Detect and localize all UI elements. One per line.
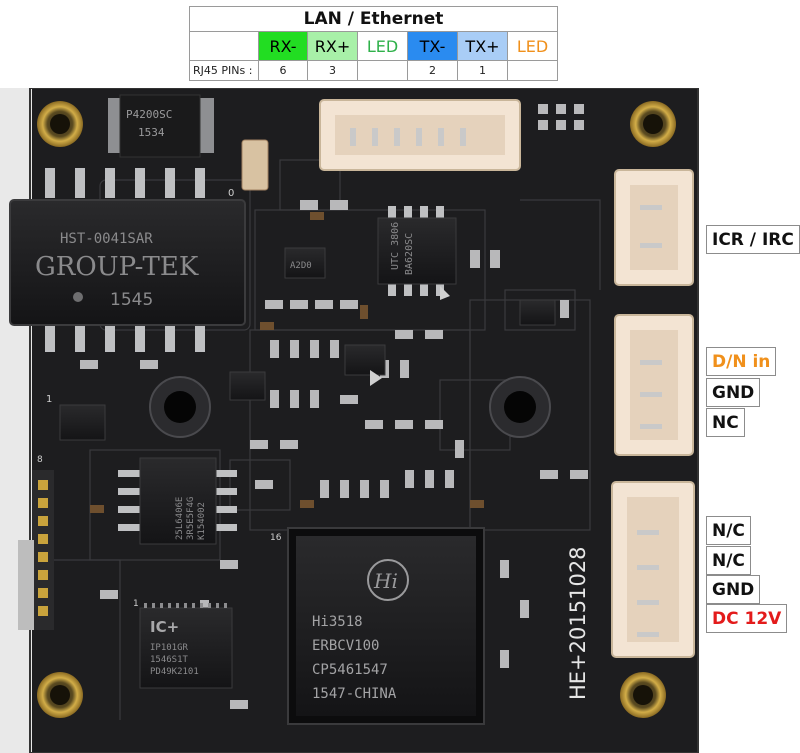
silk-label-c: 1 <box>133 599 139 609</box>
label-gnd-1: GND <box>706 378 761 407</box>
regulator-chip: UTC 3806 BA620SC <box>377 206 457 296</box>
lan-table-title: LAN / Ethernet <box>189 6 558 32</box>
empty-cell <box>189 31 259 61</box>
sot-chip-text: A2D0 <box>290 261 312 271</box>
fuse-model-text: P4200SC <box>126 108 172 121</box>
transformer-model-text: HST-0041SAR <box>60 231 153 247</box>
pin-tx-minus: 2 <box>407 60 458 81</box>
soc-pin-label: 16 <box>270 533 282 543</box>
right-connector-dn <box>614 314 694 456</box>
label-nc-1: N/C <box>706 516 751 545</box>
spi-flash-chip: 25L6406E 3R5E5F4G K154002 <box>118 457 237 545</box>
header-pin-label: 8 <box>37 455 43 465</box>
left-pin-header: 8 <box>18 455 54 630</box>
label-icr: ICR / IRC <box>706 225 800 254</box>
header-pads <box>538 104 584 130</box>
label-gnd-2: GND <box>706 575 761 604</box>
signal-rx-plus: RX+ <box>307 31 358 61</box>
transformer-date-text: 1545 <box>110 290 153 310</box>
label-nc-2: N/C <box>706 546 751 575</box>
camera-pcb-board: HST-0041SAR GROUP-TEK 1545 P4200SC 1534 <box>0 88 699 753</box>
label-nc: NC <box>706 408 745 437</box>
flash-line3: K154002 <box>197 502 207 540</box>
top-header-connector <box>319 99 521 171</box>
sot-chip-2 <box>59 299 556 441</box>
pin-led-1 <box>357 60 408 81</box>
signal-rx-minus: RX- <box>258 31 308 61</box>
capacitor <box>241 139 269 191</box>
signal-led-2: LED <box>507 31 558 61</box>
soc-line2: ERBCV100 <box>312 638 379 654</box>
flash-line1: 25L6406E <box>175 497 185 540</box>
silkscreen-outlines <box>40 159 601 720</box>
pin-rx-minus: 6 <box>258 60 308 81</box>
fuse-date-text: 1534 <box>138 126 165 139</box>
phy-brand-text: IC+ <box>150 618 179 636</box>
board-id-text: HE+20151028 <box>566 546 590 700</box>
right-connector-power <box>611 481 695 658</box>
regulator-line1: UTC 3806 <box>390 222 401 270</box>
soc-line1: Hi3518 <box>312 614 363 630</box>
signal-tx-plus: TX+ <box>457 31 508 61</box>
lan-pin-table: LAN / Ethernet RX- RX+ LED TX- TX+ LED R… <box>189 6 558 81</box>
regulator-line2: BA620SC <box>404 233 415 275</box>
signal-tx-minus: TX- <box>407 31 458 61</box>
label-dn-in: D/N in <box>706 347 777 376</box>
ethernet-phy-chip: IC+ IP101GR 1546S1T PD49K2101 <box>139 603 233 689</box>
soc-line3: CP5461547 <box>312 662 388 678</box>
silk-label-b: 1 <box>46 394 52 405</box>
pin-led-2 <box>507 60 558 81</box>
main-soc-chip: Hi Hi3518 ERBCV100 CP5461547 1547-CHINA … <box>270 527 485 725</box>
flash-line2: 3R5E5F4G <box>186 497 196 540</box>
sot-chip: A2D0 <box>284 247 326 279</box>
transformer-brand-text: GROUP-TEK <box>35 252 199 282</box>
svg-text:Hi: Hi <box>373 569 398 593</box>
fuse-component: P4200SC 1534 <box>108 94 214 158</box>
phy-line3: PD49K2101 <box>150 667 199 677</box>
soc-line4: 1547-CHINA <box>312 686 397 702</box>
label-dc-12v: DC 12V <box>706 604 788 633</box>
silk-label-a: 0 <box>228 188 234 199</box>
phy-line2: 1546S1T <box>150 655 189 665</box>
ethernet-transformer: HST-0041SAR GROUP-TEK 1545 <box>9 168 246 352</box>
ceramic-caps <box>90 212 484 513</box>
right-connector-icr <box>614 169 694 286</box>
phy-line1: IP101GR <box>150 643 189 653</box>
pin-tx-plus: 1 <box>457 60 508 81</box>
rj45-pins-label: RJ45 PINs : <box>189 60 259 81</box>
pin-rx-plus: 3 <box>307 60 358 81</box>
signal-led-1: LED <box>357 31 408 61</box>
